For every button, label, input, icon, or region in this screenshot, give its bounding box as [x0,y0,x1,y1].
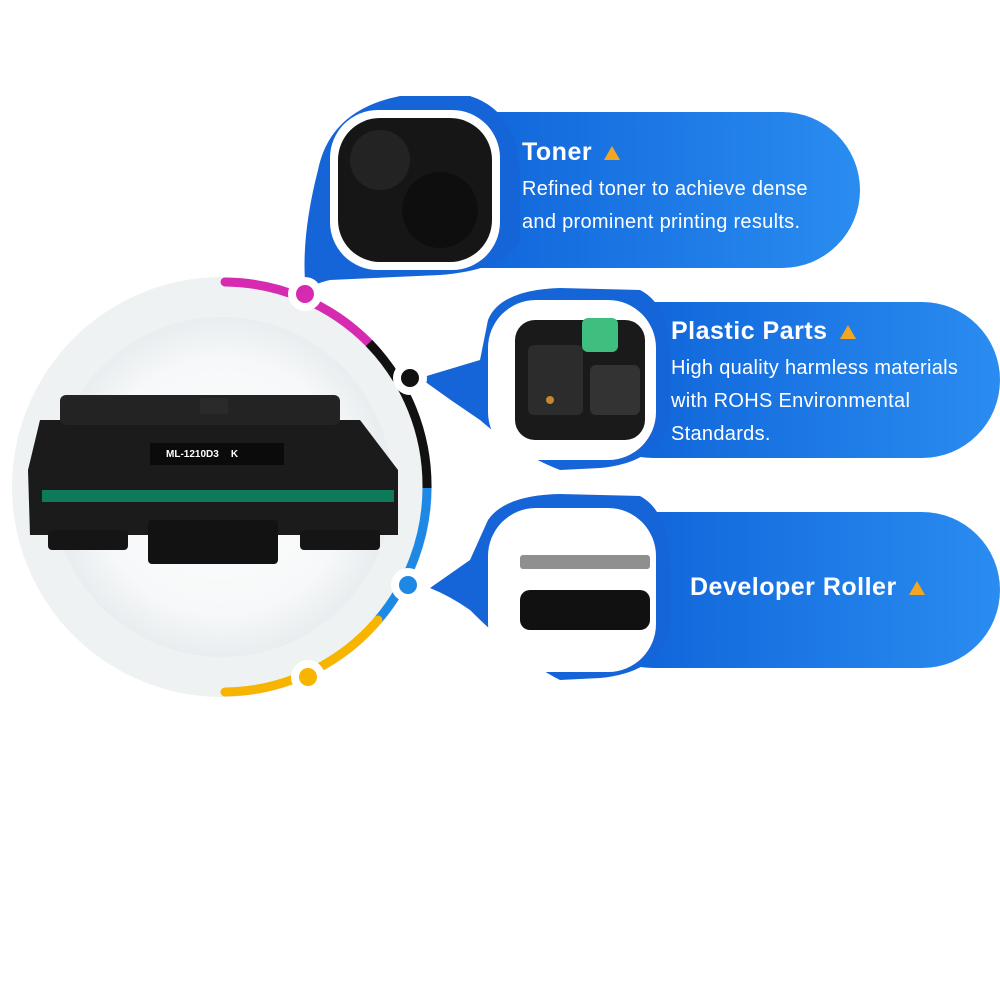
triangle-icon [908,580,925,595]
plastic-desc-line-1: High quality harmless materials [671,357,959,379]
plastic-parts-image [515,318,645,440]
plastic-desc-line-3: Standards. [671,423,771,445]
toner-description: Refined toner to achieve dense and promi… [522,173,808,239]
plastic-parts-title-text: Plastic Parts [671,317,828,345]
plastic-parts-panel [393,288,1000,470]
developer-roller-panel [391,494,1000,680]
developer-roller-image [520,555,650,630]
model-text: ML-1210D3 [166,448,219,460]
toner-desc-line-2: and prominent printing results. [522,211,801,233]
cartridge-model-label: ML-1210D3 K [150,443,284,465]
plastic-parts-text-block: Plastic Parts High quality harmless mate… [671,317,958,451]
developer-roller-title-text: Developer Roller [690,573,897,601]
yellow-marker-inner [299,668,317,686]
arc-blue [374,487,432,623]
triangle-icon [839,324,856,339]
plastic-desc-line-2: with ROHS Environmental [671,390,911,412]
toner-cartridge-image [28,395,398,564]
toner-desc-line-1: Refined toner to achieve dense [522,178,808,200]
triangle-icon [604,145,621,160]
toner-text-block: Toner Refined toner to achieve dense and… [522,138,808,239]
toner-panel [288,96,860,311]
toner-title: Toner [522,138,808,167]
plastic-parts-description: High quality harmless materials with ROH… [671,352,958,451]
toner-title-text: Toner [522,138,593,166]
color-code-text: K [230,448,239,460]
plastic-parts-title: Plastic Parts [671,317,958,346]
developer-roller-text-block: Developer Roller [690,573,925,602]
developer-roller-title: Developer Roller [690,573,925,602]
arc-black [365,339,432,489]
